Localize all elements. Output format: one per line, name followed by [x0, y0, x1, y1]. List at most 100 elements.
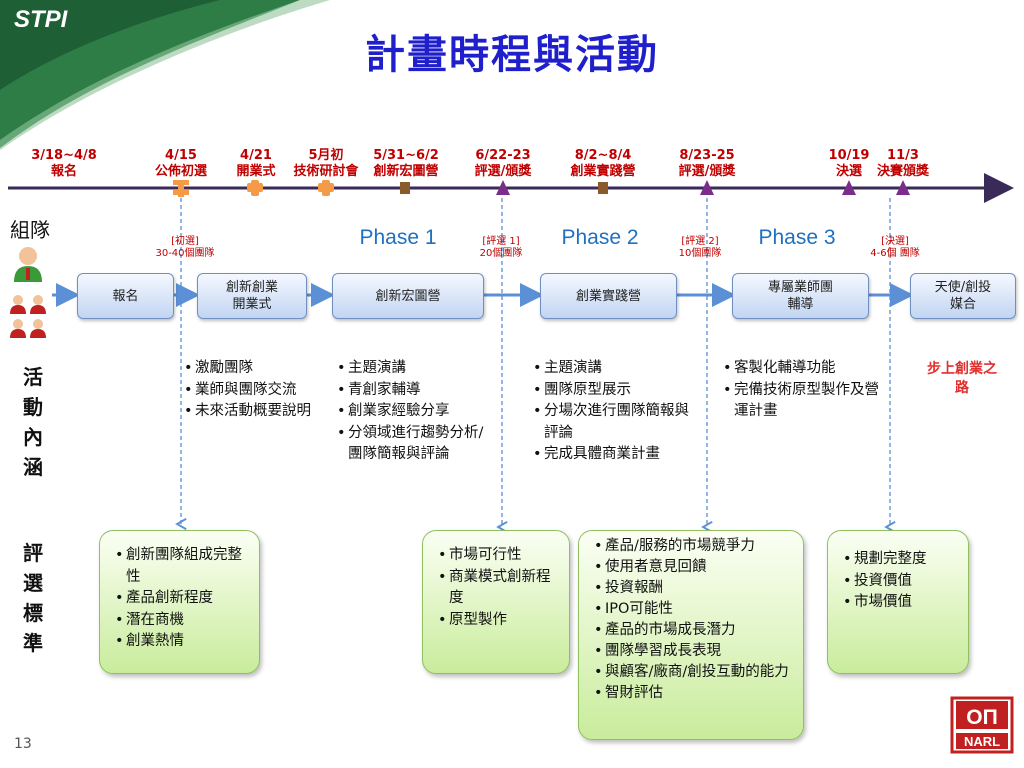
- activity-list-2: 主題演講 青創家輔導 創業家經驗分享 分領域進行趨勢分析/團隊簡報與評論: [336, 358, 486, 466]
- criteria-item: 市場價值: [842, 592, 958, 614]
- activity-item: 分領域進行趨勢分析/團隊簡報與評論: [336, 423, 486, 466]
- triangle-marker-1019: [842, 180, 856, 195]
- activity-item: 客製化輔導功能: [722, 358, 887, 380]
- note-detail: 20個團隊: [479, 248, 523, 259]
- narl-logo: ΟΠ NARL: [950, 696, 1014, 754]
- activity-item: 創業家經驗分享: [336, 401, 486, 423]
- plus-marker-415: [173, 180, 189, 197]
- criteria-item: 商業模式創新程度: [437, 567, 559, 610]
- milestone-date: 5/31~6/2: [373, 148, 439, 163]
- milestone-date: 5月初: [308, 148, 344, 163]
- criteria-item: 投資報酬: [593, 578, 795, 599]
- criteria-box-2: 市場可行性 商業模式創新程度 原型製作: [422, 530, 570, 674]
- milestone-label: 決賽頒獎: [876, 164, 930, 179]
- milestone-label: 技術研討會: [293, 164, 359, 179]
- stage-mentor-coaching: 專屬業師團 輔導: [732, 273, 869, 319]
- selection-note-1: [初選]30-40個團隊: [155, 236, 214, 260]
- criteria-box-1: 創新團隊組成完整性 產品創新程度 潛在商機 創業熱情: [99, 530, 260, 674]
- criteria-item: 智財評估: [593, 683, 795, 704]
- criteria-label: 評選標準: [22, 538, 44, 658]
- milestone-label: 公佈初選: [154, 164, 208, 179]
- activities-label: 活動內涵: [22, 362, 44, 482]
- activity-item: 團隊原型展示: [532, 380, 697, 402]
- milestone-date: 10/19: [828, 148, 870, 163]
- note-title: [決選]: [881, 236, 909, 247]
- team-people-icon: [10, 247, 46, 338]
- stage-investor-matching: 天使/創投 媒合: [910, 273, 1016, 319]
- stage-label: 專屬業師團 輔導: [767, 280, 833, 312]
- plus-marker-421: [247, 180, 263, 196]
- phase-2-label: Phase 2: [561, 226, 639, 249]
- activity-item: 完成具體商業計畫: [532, 444, 697, 466]
- selection-note-4: [決選]4-6個 團隊: [870, 236, 920, 260]
- team-label: 組隊: [10, 218, 50, 242]
- phase-3-label: Phase 3: [758, 226, 836, 249]
- activity-item: 主題演講: [336, 358, 486, 380]
- stpi-logo-text: STPI: [14, 6, 68, 33]
- triangle-marker-622: [496, 180, 510, 195]
- milestone-date: 8/23-25: [679, 148, 735, 163]
- stage-label: 創新創業 開業式: [225, 280, 278, 312]
- stage-opening-ceremony: 創新創業 開業式: [197, 273, 307, 319]
- note-detail: 30-40個團隊: [155, 248, 215, 259]
- note-title: [評選 1]: [482, 236, 520, 247]
- criteria-item: 潛在商機: [114, 610, 249, 632]
- stage-label: 天使/創投 媒合: [934, 280, 992, 312]
- criteria-item: 產品創新程度: [114, 588, 249, 610]
- note-title: [評選 2]: [681, 236, 719, 247]
- triangle-marker-113: [896, 180, 910, 195]
- activity-item: 完備技術原型製作及營運計畫: [722, 380, 887, 423]
- narl-logo-text: NARL: [964, 734, 1000, 749]
- criteria-item: 市場可行性: [437, 545, 559, 567]
- milestone-date: 4/21: [240, 148, 272, 163]
- criteria-item: 原型製作: [437, 610, 559, 632]
- criteria-box-3: 產品/服務的市場競爭力 使用者意見回饋 投資報酬 IPO可能性 產品的市場成長潛…: [578, 530, 804, 740]
- note-title: [初選]: [171, 236, 199, 247]
- stage-registration: 報名: [77, 273, 174, 319]
- activity-item: 青創家輔導: [336, 380, 486, 402]
- activity-item: 業師與團隊交流: [183, 380, 313, 402]
- activity-item: 主題演講: [532, 358, 697, 380]
- criteria-item: 創業熱情: [114, 631, 249, 653]
- note-detail: 4-6個 團隊: [870, 248, 920, 259]
- criteria-box-4: 規劃完整度 投資價值 市場價值: [827, 530, 969, 674]
- criteria-item: 投資價值: [842, 571, 958, 593]
- activity-item: 分場次進行團隊簡報與評論: [532, 401, 697, 444]
- criteria-list: 市場可行性 商業模式創新程度 原型製作: [437, 545, 559, 631]
- criteria-item: IPO可能性: [593, 599, 795, 620]
- stage-innovation-camp: 創新宏圖營: [332, 273, 484, 319]
- header-swoosh: [0, 0, 330, 150]
- activity-item: 激勵團隊: [183, 358, 313, 380]
- criteria-list: 創新團隊組成完整性 產品創新程度 潛在商機 創業熱情: [114, 545, 249, 653]
- page-title: 計畫時程與活動: [365, 32, 659, 78]
- criteria-list: 規劃完整度 投資價值 市場價值: [842, 549, 958, 614]
- milestone-date: 4/15: [165, 148, 197, 163]
- stage-label: 創新宏圖營: [375, 288, 441, 304]
- phase-1-label: Phase 1: [359, 226, 437, 249]
- narl-logo-top-text: ΟΠ: [966, 706, 998, 729]
- slide-number: 13: [14, 736, 32, 752]
- stpi-logo: STPI: [14, 6, 67, 34]
- milestone-date: 8/2~8/4: [574, 148, 632, 163]
- criteria-item: 團隊學習成長表現: [593, 641, 795, 662]
- activity-list-1: 激勵團隊 業師與團隊交流 未來活動概要說明: [183, 358, 313, 423]
- stage-label: 創業實踐營: [575, 288, 641, 304]
- criteria-label-text: 評選標準: [23, 541, 43, 655]
- activity-list-4: 客製化輔導功能 完備技術原型製作及營運計畫: [722, 358, 887, 423]
- milestone-date: 11/3: [887, 148, 919, 163]
- milestone-4: 5月初技術研討會: [293, 148, 358, 180]
- milestone-label: 決選: [835, 164, 862, 179]
- activities-label-text: 活動內涵: [23, 365, 43, 479]
- selection-note-2: [評選 1]20個團隊: [480, 236, 523, 260]
- milestone-label: 創新宏圖營: [373, 164, 439, 179]
- activity-list-3: 主題演講 團隊原型展示 分場次進行團隊簡報與評論 完成具體商業計畫: [532, 358, 697, 466]
- milestone-label: 開業式: [236, 164, 276, 179]
- activity-item: 未來活動概要說明: [183, 401, 313, 423]
